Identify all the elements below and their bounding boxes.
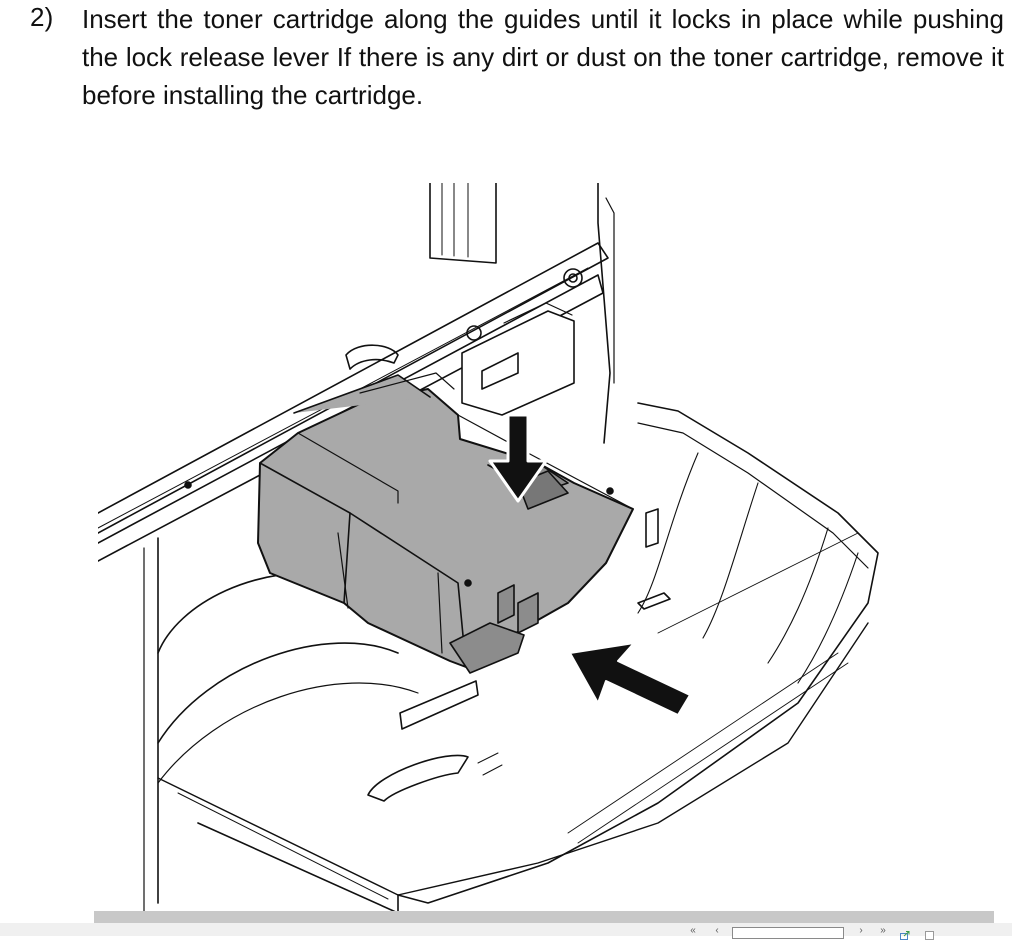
last-page-button[interactable]: » xyxy=(878,926,888,936)
chevron-right-icon: › xyxy=(859,925,863,936)
blank-toolbar-button[interactable] xyxy=(925,927,935,940)
page-number-field[interactable] xyxy=(732,927,844,939)
horizontal-scrollbar[interactable] xyxy=(94,911,994,923)
step-instruction-text: Insert the toner cartridge along the gui… xyxy=(82,4,1004,110)
step-number: 2) xyxy=(30,2,54,32)
previous-page-button[interactable]: ‹ xyxy=(712,926,722,936)
export-button[interactable] xyxy=(900,927,910,940)
toner-cartridge-installation-illustration xyxy=(98,183,898,913)
double-chevron-left-icon: « xyxy=(690,925,696,936)
chevron-left-icon: ‹ xyxy=(715,925,719,936)
next-page-button[interactable]: › xyxy=(856,926,866,936)
double-chevron-right-icon: » xyxy=(880,925,886,936)
first-page-button[interactable]: « xyxy=(688,926,698,936)
